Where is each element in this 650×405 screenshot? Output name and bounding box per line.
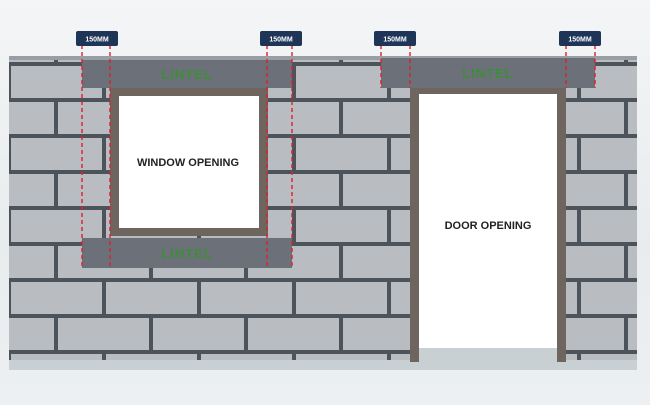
floor-strip: [9, 360, 637, 370]
door-lintel-label: LINTEL: [462, 66, 514, 81]
window-top-lintel: [82, 60, 292, 88]
window-opening-label: WINDOW OPENING: [137, 157, 239, 169]
door-threshold: [419, 348, 557, 362]
wall-top-edge: [9, 56, 637, 60]
dimension-tag-door-left: 150MM: [374, 31, 416, 46]
dimension-tag-door-right-text: 150MM: [568, 37, 592, 44]
window-opening: [119, 96, 259, 228]
dimension-tag-door-left-text: 150MM: [383, 37, 407, 44]
door-lintel: [381, 58, 595, 88]
dimension-tag-window-right-text: 150MM: [269, 37, 293, 44]
dimension-tag-window-left-text: 150MM: [85, 37, 109, 44]
bearing-guides: [81, 45, 596, 268]
dimension-tag-door-right: 150MM: [559, 31, 601, 46]
window-sill-lintel: [82, 238, 292, 268]
dimension-tag-window-left: 150MM: [76, 31, 118, 46]
window-top-lintel-label: LINTEL: [161, 67, 213, 82]
window-sill-lintel-label: LINTEL: [161, 246, 213, 261]
door-opening-label: DOOR OPENING: [445, 220, 532, 232]
door-opening: [419, 94, 557, 348]
dimension-tag-window-right: 150MM: [260, 31, 302, 46]
